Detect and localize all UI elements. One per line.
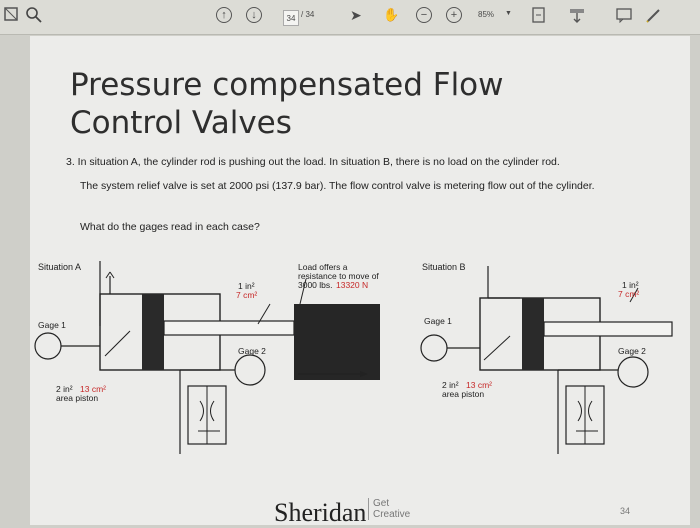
gage2-label-a: Gage 2 [238, 346, 266, 356]
zoom-out-icon[interactable]: − [416, 7, 432, 23]
gage1-label-b: Gage 1 [424, 316, 452, 326]
relief-valve-text: The system relief valve is set at 2000 p… [80, 180, 595, 192]
sheridan-logo: Sheridan [274, 498, 367, 527]
comment-icon[interactable] [616, 7, 632, 23]
gages-question: What do the gages read in each case? [80, 221, 260, 233]
piston-area-in-b: 2 in² [442, 380, 459, 390]
piston-area-cm-a: 13 cm² [80, 384, 106, 394]
zoom-in-icon[interactable]: + [446, 7, 462, 23]
slide-title: Pressure compensated Flow Control Valves [70, 67, 504, 141]
previous-page-icon[interactable]: ↑ [216, 7, 232, 23]
gage1-label-a: Gage 1 [38, 320, 66, 330]
gage2-label-b: Gage 2 [618, 346, 646, 356]
search-icon[interactable] [26, 7, 42, 23]
load-newtons: 13320 N [336, 280, 369, 290]
next-page-icon[interactable]: ↓ [246, 7, 262, 23]
situation-b-label: Situation B [422, 262, 466, 272]
chevron-down-icon[interactable]: ▼ [505, 10, 512, 17]
rod-area-in-b: 1 in² [622, 280, 639, 290]
situation-a-label: Situation A [38, 262, 82, 272]
pen-icon[interactable] [646, 7, 662, 23]
thumbnail-icon[interactable] [4, 7, 18, 21]
load-text-1: Load offers a [298, 262, 348, 272]
rod-area-cm-a: 7 cm² [236, 290, 258, 300]
hydraulic-diagram [34, 261, 673, 454]
rod-area-in-a: 1 in² [238, 281, 255, 291]
zoom-level[interactable]: 85% [478, 10, 495, 19]
piston-area-in-a: 2 in² [56, 384, 73, 394]
piston-area-cm-b: 13 cm² [466, 380, 492, 390]
sheridan-tagline: Get Creative [368, 498, 410, 520]
export-icon[interactable] [568, 7, 586, 23]
question-text: 3. In situation A, the cylinder rod is p… [66, 156, 560, 168]
hand-tool-icon[interactable]: ✋ [383, 7, 400, 22]
page-total: / 34 [301, 10, 315, 19]
pdf-toolbar: ↑ ↓ 34 / 34 ➤ ✋ − + 85% ▼ [0, 0, 700, 35]
rod-area-cm-b: 7 cm² [618, 289, 640, 299]
area-piston-a: area piston [56, 393, 99, 403]
select-arrow-icon[interactable]: ➤ [350, 7, 362, 23]
page-number: 34 [620, 506, 631, 516]
load-text-3: 3000 lbs. [298, 280, 333, 290]
fit-page-icon[interactable] [531, 7, 547, 23]
page-number-field[interactable]: 34 [283, 10, 299, 26]
slide-page: Pressure compensated Flow Control Valves… [30, 36, 690, 527]
area-piston-b: area piston [442, 389, 485, 399]
load-text-2: resistance to move of [298, 271, 379, 281]
